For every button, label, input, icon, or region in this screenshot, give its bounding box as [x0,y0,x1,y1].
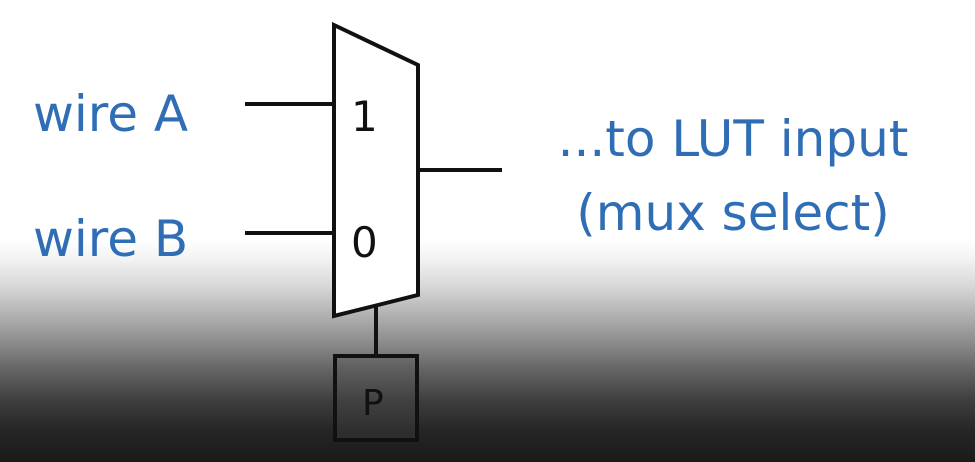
mux-input-0-label: 0 [351,218,378,267]
output-label-line2: (mux select) [576,184,889,242]
mux-body [332,21,420,319]
mux-input-1-label: 1 [351,92,378,141]
wire-b-label: wire B [33,210,188,268]
wire-a-label: wire A [33,85,188,143]
output-label-line1: ...to LUT input [558,110,909,168]
select-box-label: P [362,383,384,424]
select-box [333,354,419,442]
